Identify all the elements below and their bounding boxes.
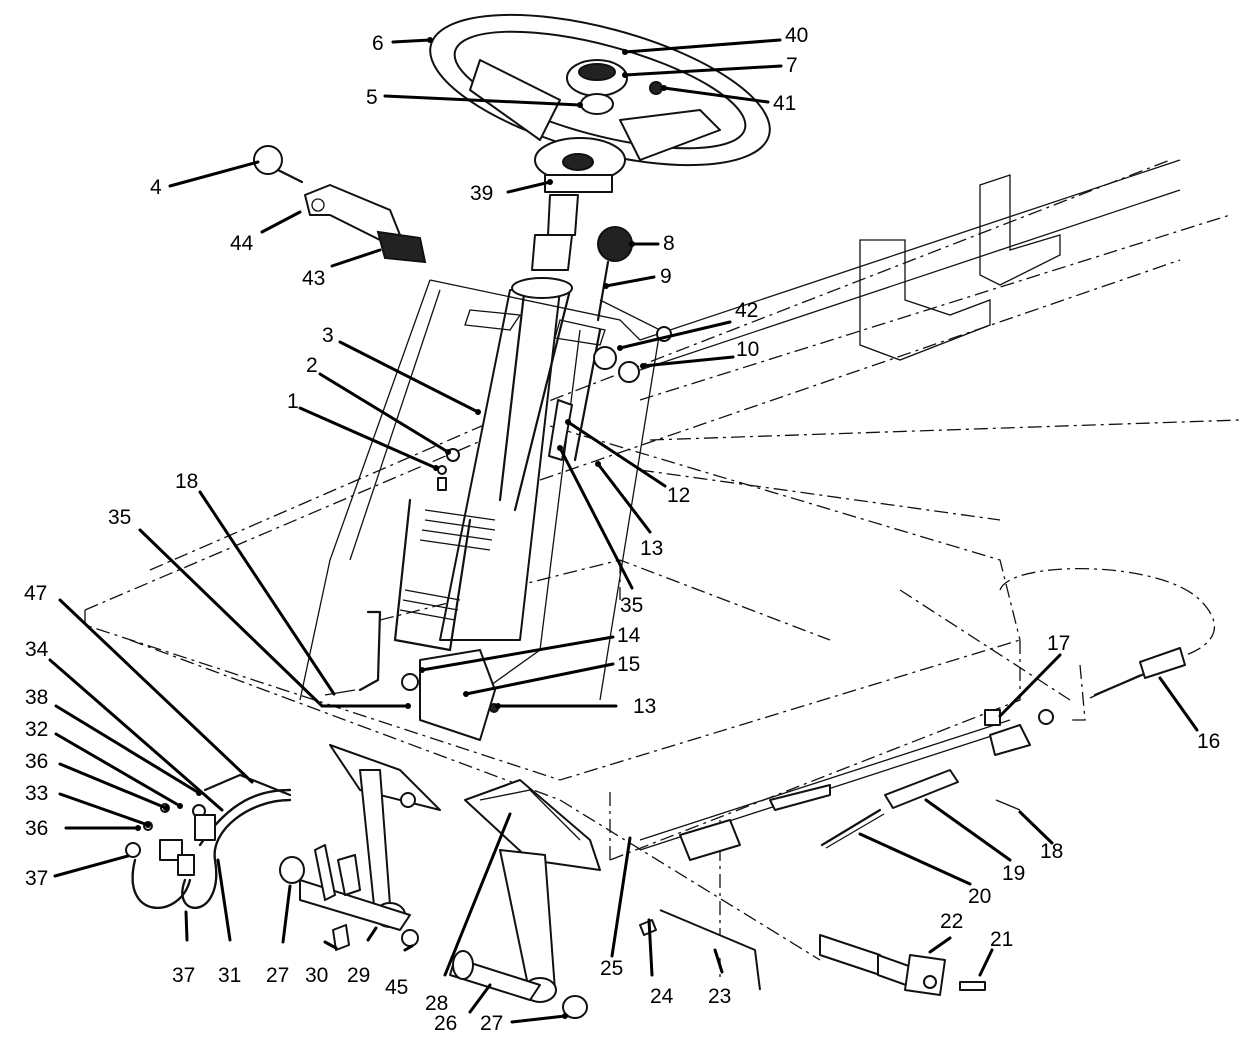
linkage-rod: [639, 647, 1186, 996]
brake-lever: [548, 226, 672, 462]
callout-12: 12: [667, 484, 690, 507]
callout-18-column: 18: [175, 470, 198, 493]
callout-13-upper: 13: [640, 537, 663, 560]
callout-36-upper: 36: [25, 750, 48, 773]
callout-22: 22: [940, 910, 963, 933]
callout-16: 16: [1197, 730, 1220, 753]
callout-21: 21: [990, 928, 1013, 951]
callout-37-left: 37: [25, 867, 48, 890]
callout-25: 25: [600, 957, 623, 980]
callout-45: 45: [385, 976, 408, 999]
column-hardware: [324, 448, 499, 741]
callout-labels: 6 40 7 5 41 4 39 8 44 43 9 42 3 10 2 1 1…: [24, 24, 1220, 1035]
callout-40: 40: [785, 24, 808, 47]
callout-31: 31: [218, 964, 241, 987]
callout-20: 20: [968, 885, 991, 908]
callout-13-lower: 13: [633, 695, 656, 718]
callout-6: 6: [372, 32, 384, 55]
callout-7: 7: [786, 54, 798, 77]
callout-29: 29: [347, 964, 370, 987]
callout-30: 30: [305, 964, 328, 987]
control-lever: [253, 145, 427, 264]
callout-34: 34: [25, 638, 49, 661]
callout-35-right: 35: [620, 594, 643, 617]
callout-28: 28: [425, 992, 448, 1015]
callout-43: 43: [302, 267, 325, 290]
callout-41: 41: [773, 92, 796, 115]
callout-33: 33: [25, 782, 48, 805]
callout-26: 26: [434, 1012, 457, 1035]
callout-35-left: 35: [108, 506, 131, 529]
callout-4: 4: [150, 176, 162, 199]
callout-38: 38: [25, 686, 48, 709]
steering-column: [393, 194, 579, 652]
leader-lines: [48, 37, 1199, 1024]
callout-2: 2: [306, 354, 318, 377]
callout-5: 5: [366, 86, 378, 109]
callout-3: 3: [322, 324, 334, 347]
callout-32: 32: [25, 718, 48, 741]
callout-15: 15: [617, 653, 640, 676]
callout-1: 1: [287, 390, 299, 413]
traction-pedal: [449, 779, 601, 1019]
callout-18-linkage: 18: [1040, 840, 1063, 863]
callout-23: 23: [708, 985, 731, 1008]
steering-wheel: [429, 13, 771, 193]
frame-channel: [639, 159, 1181, 371]
callout-10: 10: [736, 338, 759, 361]
callout-27-left: 27: [266, 964, 289, 987]
brake-pedal: [279, 744, 441, 951]
callout-8: 8: [663, 232, 675, 255]
callout-42: 42: [735, 299, 758, 322]
callout-14: 14: [617, 624, 641, 647]
callout-27-right: 27: [480, 1012, 503, 1035]
hydraulic-hoses: [125, 773, 292, 909]
callout-9: 9: [660, 265, 672, 288]
callout-44: 44: [230, 232, 254, 255]
frame-outline: [84, 159, 1240, 980]
callout-24: 24: [650, 985, 674, 1008]
callout-39: 39: [470, 182, 493, 205]
callout-37-bottom: 37: [172, 964, 195, 987]
callout-47: 47: [24, 582, 47, 605]
callout-36-lower: 36: [25, 817, 48, 840]
callout-17: 17: [1047, 632, 1070, 655]
callout-19: 19: [1002, 862, 1025, 885]
